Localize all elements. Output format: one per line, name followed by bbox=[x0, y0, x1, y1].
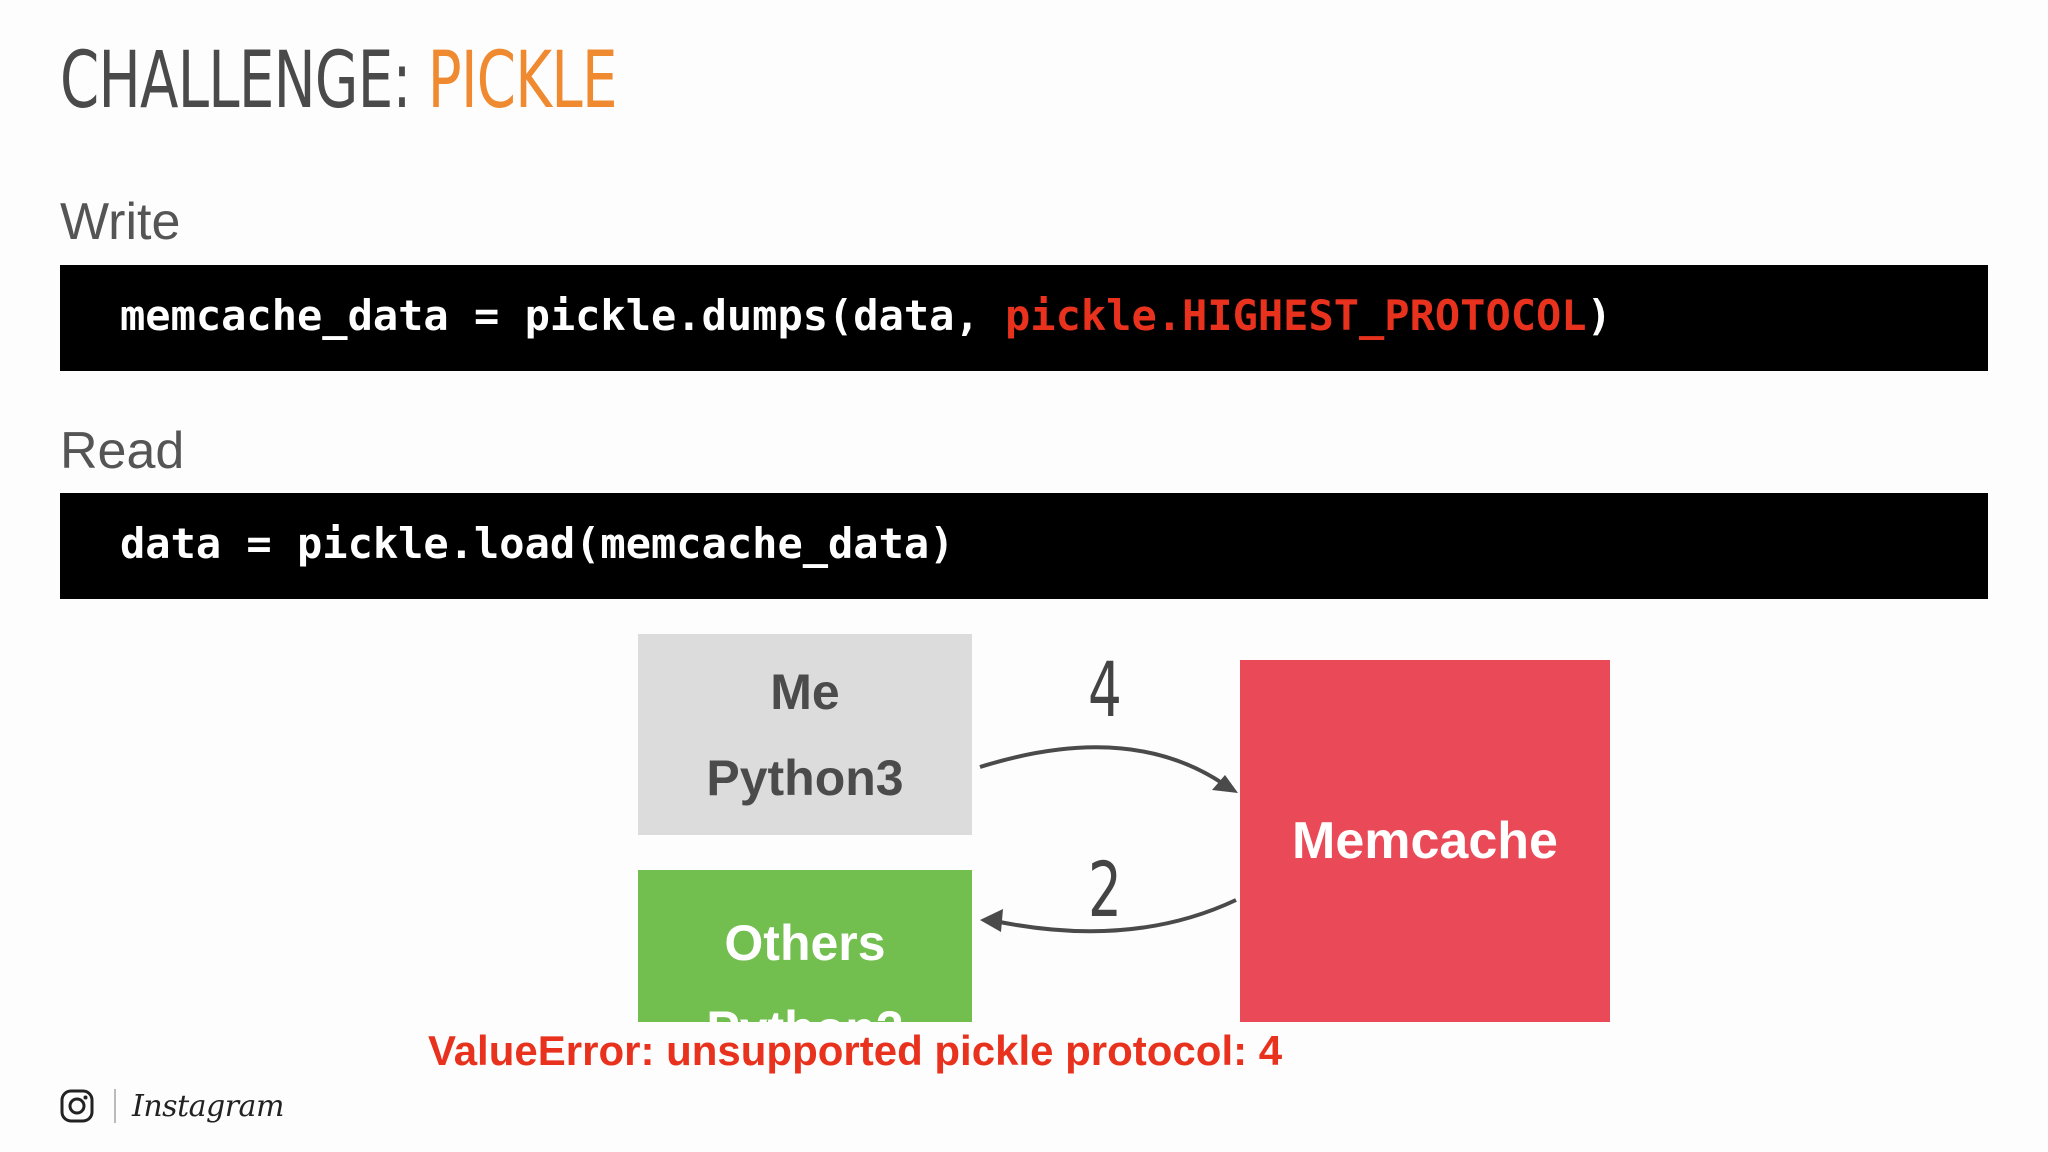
read-code-line: data = pickle.load(memcache_data) bbox=[120, 519, 955, 568]
slide-title: CHALLENGE: PICKLE bbox=[60, 42, 617, 120]
arrow-from-memcache-head bbox=[980, 909, 1003, 932]
others-box-line1: Others bbox=[724, 915, 886, 971]
write-code-highlight: pickle.HIGHEST_PROTOCOL bbox=[1005, 291, 1587, 340]
arrow-to-memcache-head bbox=[1212, 775, 1238, 793]
me-python3-box: Me Python3 bbox=[638, 634, 972, 835]
title-accent: PICKLE bbox=[427, 36, 618, 126]
others-box-line2: Python2 bbox=[706, 986, 903, 1022]
write-code-block: memcache_data = pickle.dumps(data, pickl… bbox=[60, 265, 1988, 371]
me-box-line2: Python3 bbox=[706, 749, 904, 806]
footer: Instagram bbox=[60, 1086, 284, 1126]
memcache-box-label: Memcache bbox=[1292, 812, 1558, 870]
read-label: Read bbox=[60, 422, 185, 480]
write-label: Write bbox=[60, 193, 181, 251]
others-python2-box: Others Python2 bbox=[638, 870, 972, 1022]
read-code-block: data = pickle.load(memcache_data) bbox=[60, 493, 1988, 599]
error-message: ValueError: unsupported pickle protocol:… bbox=[428, 1027, 1283, 1074]
write-code-end: ) bbox=[1586, 291, 1612, 340]
arrow-from-memcache-label: 2 bbox=[1088, 845, 1122, 934]
instagram-wordmark: Instagram bbox=[132, 1088, 284, 1124]
write-code-main: memcache_data = pickle.dumps(data, bbox=[120, 291, 1006, 340]
footer-divider bbox=[114, 1089, 116, 1123]
write-code-line: memcache_data = pickle.dumps(data, pickl… bbox=[120, 291, 1612, 341]
me-box-line1: Me bbox=[770, 663, 840, 720]
title-prefix: CHALLENGE: bbox=[60, 36, 428, 126]
memcache-box: Memcache bbox=[1240, 660, 1610, 1022]
arrow-to-memcache bbox=[979, 745, 1227, 787]
arrow-to-memcache-label: 4 bbox=[1088, 645, 1122, 734]
instagram-icon bbox=[60, 1089, 94, 1123]
